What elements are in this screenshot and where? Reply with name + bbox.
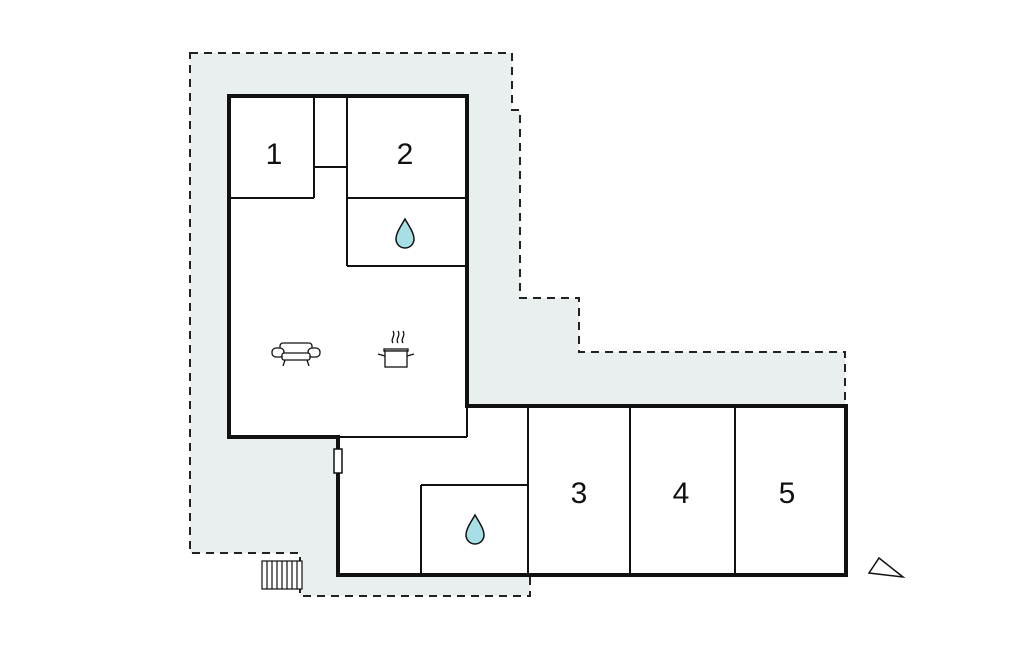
cooking-pot-icon [377,330,415,368]
house-interior-lower [338,406,846,575]
water-drop-icon [465,513,485,545]
room-5-label: 5 [779,477,796,510]
room-3-label: 3 [571,477,588,510]
room-4-label: 4 [673,477,690,510]
stairs-icon [261,560,303,590]
door-icon [333,448,343,474]
room-2-label: 2 [397,138,414,171]
exterior-walls [227,94,848,577]
sofa-icon [271,342,321,367]
interior-walls [231,98,736,573]
room-1-label: 1 [266,138,283,171]
water-drop-icon [395,217,415,249]
north-arrow-icon [867,556,906,579]
